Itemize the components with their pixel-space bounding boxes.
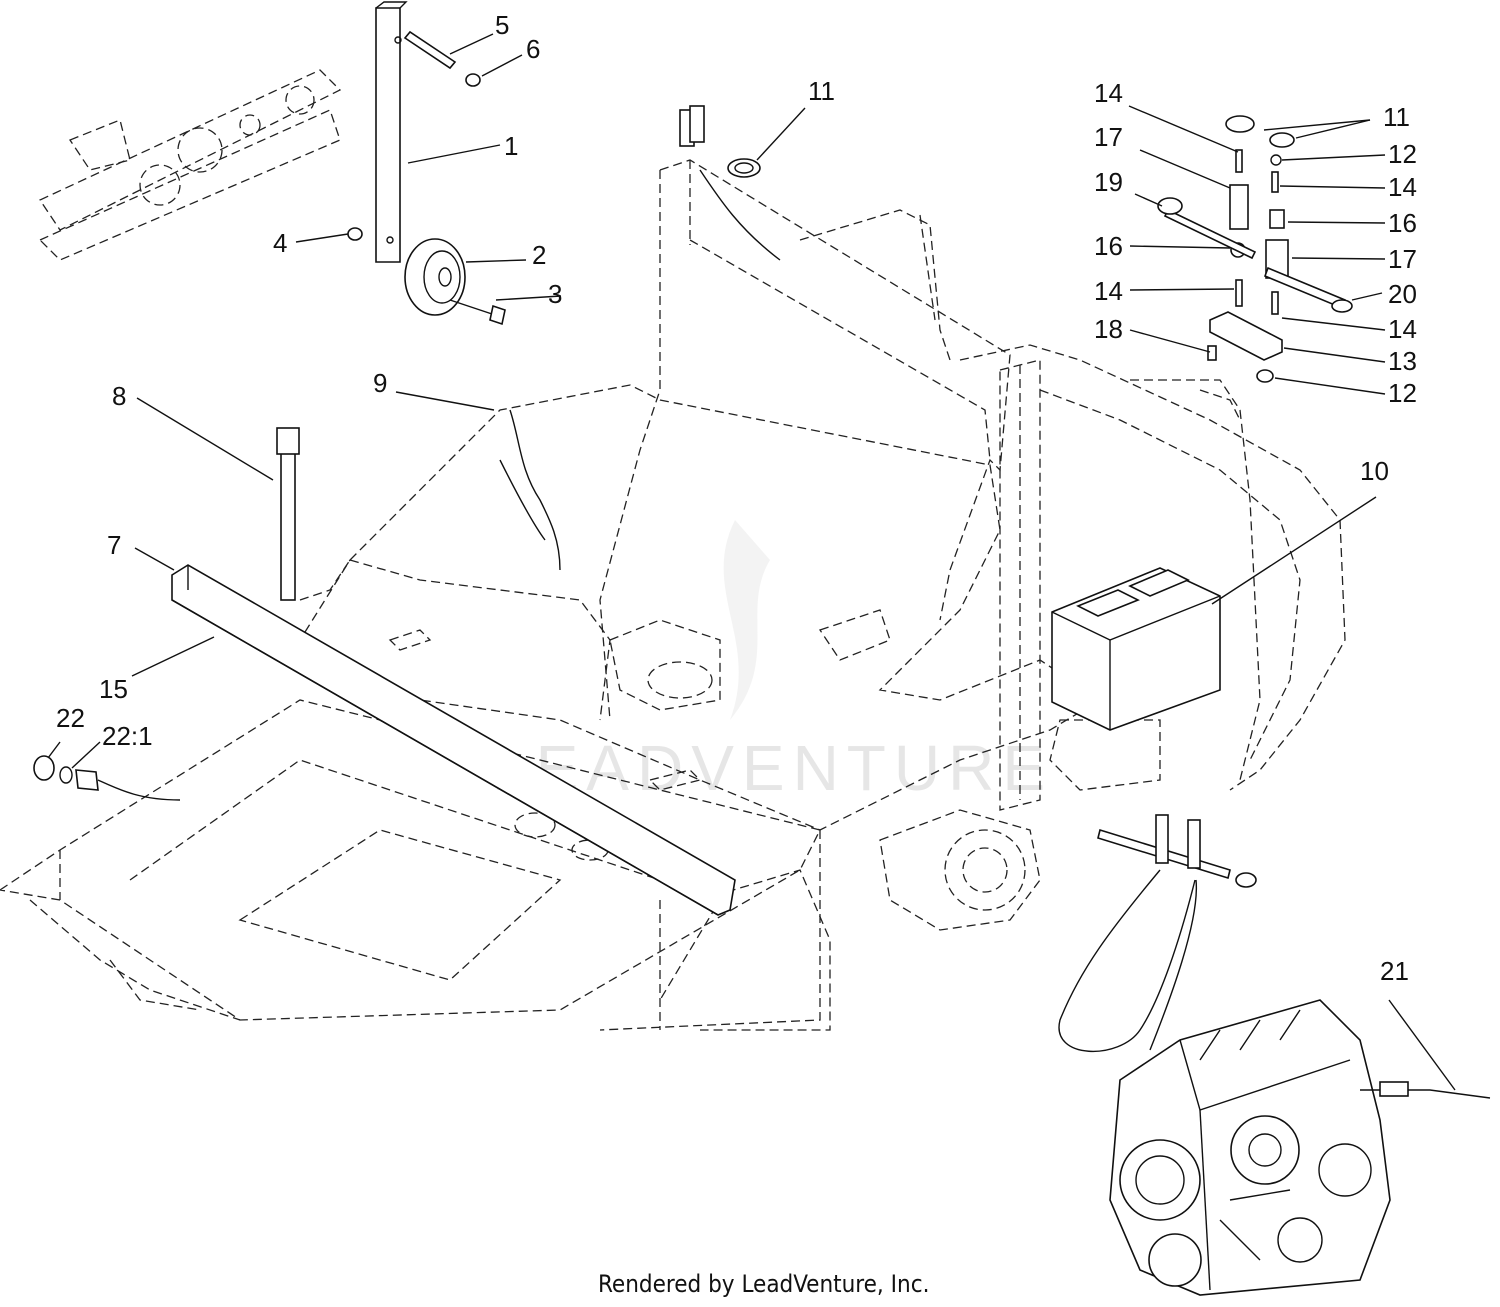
callout-10: 10 xyxy=(1360,456,1389,486)
callout-12-upper: 12 xyxy=(1388,139,1417,169)
callout-4: 4 xyxy=(273,228,287,258)
harness-connector xyxy=(679,105,781,261)
watermark-text: LEADVENTURE xyxy=(492,732,1053,804)
part-8-rod xyxy=(276,427,300,601)
callout-20: 20 xyxy=(1388,279,1417,309)
callout-13: 13 xyxy=(1388,346,1417,376)
callout-16-b: 16 xyxy=(1094,231,1123,261)
callout-22: 22 xyxy=(56,703,85,733)
callout-19: 19 xyxy=(1094,167,1123,197)
callout-8: 8 xyxy=(112,381,126,411)
callout-12-lower: 12 xyxy=(1388,378,1417,408)
part-21-engine xyxy=(1109,999,1491,1296)
installed-fittings xyxy=(1058,814,1257,1053)
part-22-fitting xyxy=(33,755,181,801)
lift-arm-assembly xyxy=(38,69,342,261)
watermark-logo xyxy=(723,520,770,720)
leader-lines xyxy=(47,33,1456,1091)
callout-17-a: 17 xyxy=(1094,122,1123,152)
callout-14-d: 14 xyxy=(1388,314,1417,344)
fittings-assembly xyxy=(1157,115,1353,383)
callout-6: 6 xyxy=(526,34,540,64)
callout-21: 21 xyxy=(1380,956,1409,986)
callout-7: 7 xyxy=(107,530,121,560)
part-6-nut xyxy=(465,73,481,87)
callout-18: 18 xyxy=(1094,314,1123,344)
part-11-grommet xyxy=(727,158,761,178)
callout-9: 9 xyxy=(373,368,387,398)
callout-5: 5 xyxy=(495,10,509,40)
part-5-pin xyxy=(403,30,457,70)
footer-credit: Rendered by LeadVenture, Inc. xyxy=(598,1270,929,1298)
callout-2: 2 xyxy=(532,240,546,270)
callout-11-fittings: 11 xyxy=(1383,102,1410,132)
callout-15: 15 xyxy=(99,674,128,704)
chassis-frame xyxy=(0,159,1346,1031)
part-7-tube xyxy=(171,564,736,916)
callout-3: 3 xyxy=(548,279,562,309)
callout-14-a: 14 xyxy=(1094,78,1123,108)
part-2-caster-wheel xyxy=(404,238,466,316)
part-1-caster-post xyxy=(375,1,408,263)
part-10-battery xyxy=(1051,567,1221,731)
callout-1: 1 xyxy=(504,131,518,161)
part-9-wire xyxy=(499,409,561,571)
part-3-bolt xyxy=(449,299,506,326)
callout-14-c: 14 xyxy=(1094,276,1123,306)
callout-16-a: 16 xyxy=(1388,208,1417,238)
callout-17-b: 17 xyxy=(1388,244,1417,274)
callout-labels: 1 2 3 4 5 6 7 8 9 10 11 11 12 12 13 14 1… xyxy=(56,10,1417,986)
callout-22-1: 22:1 xyxy=(102,721,153,751)
callout-11-frame: 11 xyxy=(808,76,835,106)
part-4-nut xyxy=(347,227,363,241)
callout-14-b: 14 xyxy=(1388,172,1417,202)
